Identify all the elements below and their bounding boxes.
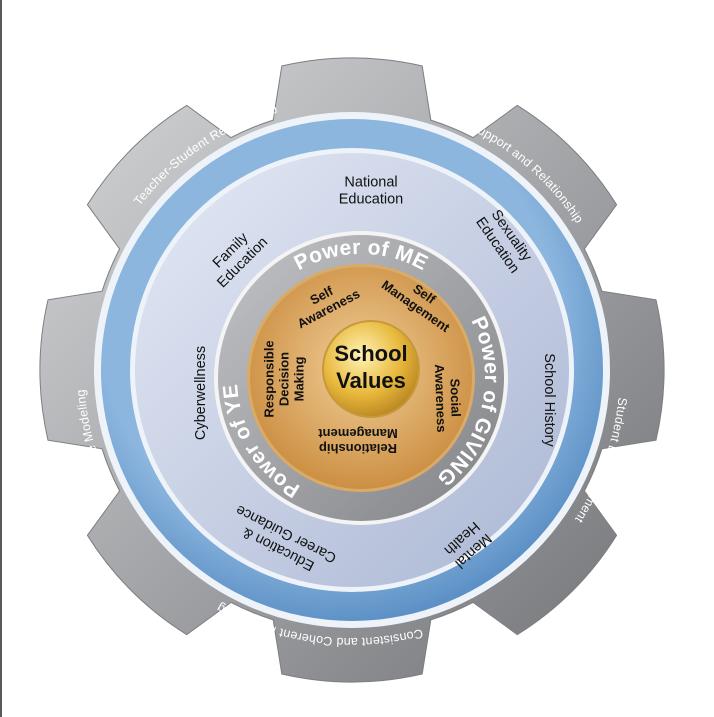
center-label: Values: [336, 368, 406, 393]
center-disc: [324, 322, 418, 416]
programme-line: Education: [339, 192, 404, 208]
left-edge-line: [0, 0, 2, 717]
competency-line: Making: [292, 357, 307, 402]
programme-school-history: School History: [541, 353, 557, 447]
competency-line: Relationship: [319, 441, 397, 456]
competency-line: Awareness: [432, 364, 449, 433]
competency-line: Responsible: [262, 340, 277, 417]
center-label: School: [334, 341, 407, 366]
competency-line: Management: [318, 426, 398, 441]
programme-cyberwellness: Cyberwellness: [193, 346, 209, 440]
competency-line: Decision: [277, 352, 292, 406]
programme-line: Cyberwellness: [193, 346, 209, 440]
programme-line: School History: [541, 353, 557, 447]
competency-line: Social: [447, 378, 463, 417]
programme-line: National: [344, 175, 397, 191]
